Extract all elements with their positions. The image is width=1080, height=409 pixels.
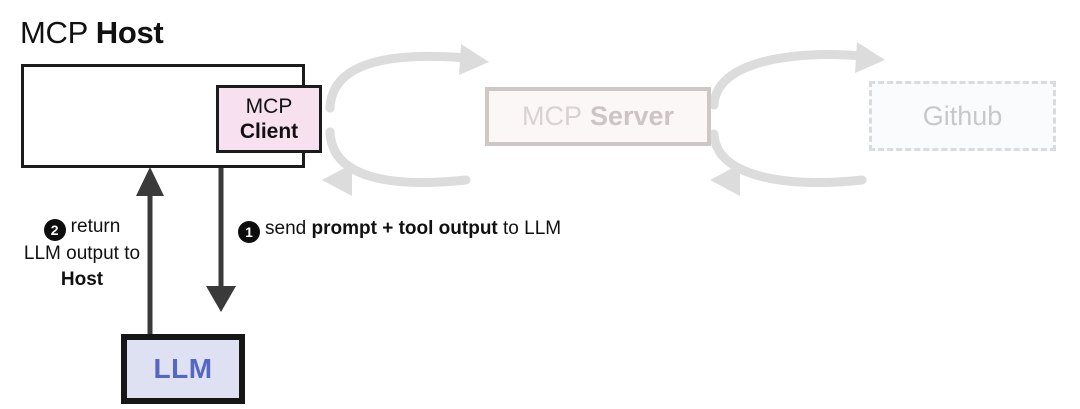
step-2-text-line2: LLM output to — [23, 243, 141, 264]
llm-label: LLM — [153, 353, 213, 384]
mcp-client-label-line2: Client — [239, 120, 299, 143]
llm-to-host-arrowhead — [136, 167, 164, 196]
github-to-server-arrowhead — [710, 164, 740, 196]
server-to-github-curve — [709, 50, 867, 110]
step-1-text-a: send — [265, 218, 312, 239]
server-to-client-curve — [325, 127, 471, 187]
step-1-text-b: prompt + tool output — [311, 218, 498, 239]
client-to-server-curve — [325, 51, 471, 113]
step-2-text-line3: Host — [60, 269, 104, 290]
title-light: MCP — [20, 15, 88, 50]
step-2-badge: 2 — [43, 219, 66, 241]
github-to-server-curve — [709, 129, 867, 188]
mcp-client-label-line1: MCP — [245, 95, 293, 118]
server-to-github-arrowhead — [855, 42, 885, 73]
step-1-text-c: to LLM — [497, 218, 562, 239]
client-to-server-arrowhead — [459, 44, 489, 75]
client-to-llm-arrowhead — [206, 286, 236, 312]
github-box[interactable]: Github — [869, 81, 1056, 151]
server-to-client-arrowhead — [322, 164, 352, 196]
title-strong: Host — [95, 15, 164, 50]
page-title: MCP Host — [20, 14, 164, 52]
mcp-client-box[interactable]: MCP Client — [216, 85, 322, 153]
mcp-server-box[interactable]: MCP Server — [485, 87, 711, 146]
llm-box[interactable]: LLM — [121, 334, 245, 404]
mcp-server-label-strong: Server — [589, 101, 675, 131]
mcp-server-label-light: MCP — [521, 101, 582, 131]
step-1-badge: 1 — [238, 221, 260, 243]
step-2-text-line1: return — [70, 216, 121, 237]
github-label: Github — [922, 100, 1003, 131]
